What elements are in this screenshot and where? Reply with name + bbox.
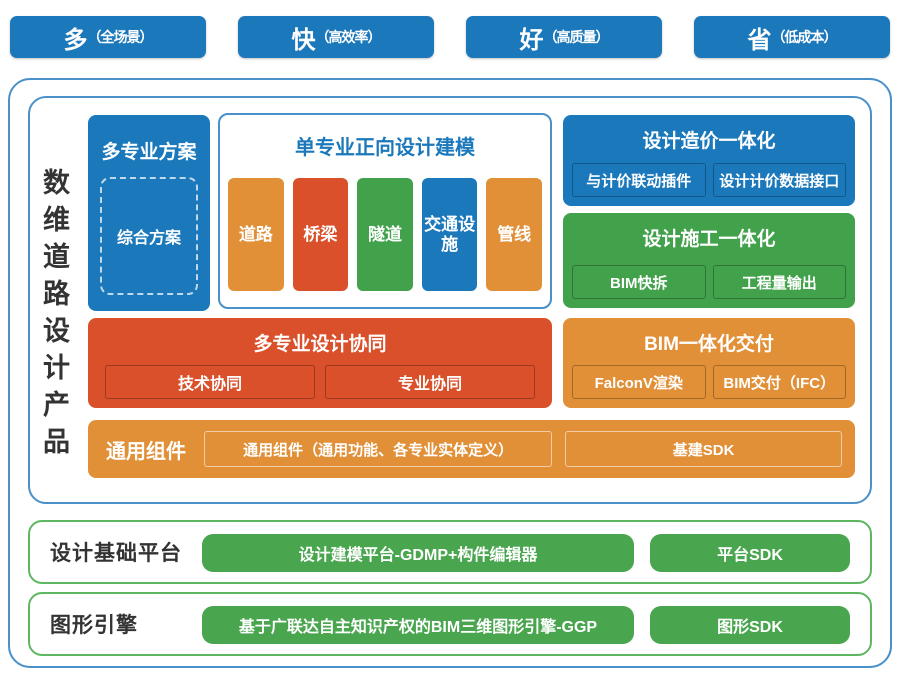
benefit-main: 快 <box>291 26 316 54</box>
benefit-main: 多 <box>63 26 88 54</box>
design-cost-box: 设计造价一体化 与计价联动插件 设计计价数据接口 <box>563 115 855 206</box>
benefit-hao: 好 （高质量） <box>466 16 662 58</box>
benefit-sub: （高效率） <box>315 29 382 45</box>
product-frame <box>28 96 872 504</box>
multi-collab-title: 多专业设计协同 <box>253 334 387 355</box>
bim-ifc-delivery-box: BIM交付（IFC） <box>712 365 846 399</box>
quantity-output-box: 工程量输出 <box>712 265 846 299</box>
graphics-sdk-pill: 图形SDK <box>650 606 850 644</box>
product-side-label: 数维道路设计产品 <box>39 168 69 464</box>
gdmp-platform-pill: 设计建模平台-GDMP+构件编辑器 <box>202 534 634 572</box>
single-modeling-title: 单专业正向设计建模 <box>295 137 475 159</box>
top-benefits-bar: 多 （全场景） 快 （高效率） 好 （高质量） 省 （低成本） <box>10 16 890 58</box>
bim-delivery-box: BIM一体化交付 FalconV渲染 BIM交付（IFC） <box>563 318 855 408</box>
outer-frame <box>8 78 892 668</box>
discipline-columns: 道路 桥梁 隧道 交通设施 管线 <box>228 178 542 291</box>
graphics-engine-label: 图形引擎 <box>50 614 138 637</box>
benefit-kuai: 快 （高效率） <box>238 16 434 58</box>
discipline-traffic-facility: 交通设施 <box>421 178 478 291</box>
infra-sdk-box: 基建SDK <box>565 431 842 467</box>
platform-sdk-pill: 平台SDK <box>650 534 850 572</box>
single-modeling-box: 单专业正向设计建模 道路 桥梁 隧道 交通设施 管线 <box>218 113 552 309</box>
benefit-sheng: 省 （低成本） <box>694 16 890 58</box>
design-platform-label: 设计基础平台 <box>50 542 182 565</box>
common-components-box: 通用组件（通用功能、各专业实体定义） <box>204 431 553 467</box>
bim-delivery-title: BIM一体化交付 <box>644 334 774 355</box>
benefit-sub: （全场景） <box>87 29 154 45</box>
pricing-data-api-box: 设计计价数据接口 <box>712 163 846 197</box>
design-construction-title: 设计施工一体化 <box>642 229 776 250</box>
bim-quick-split-box: BIM快拆 <box>572 265 706 299</box>
benefit-sub: （低成本） <box>771 29 838 45</box>
multi-collab-box: 多专业设计协同 技术协同 专业协同 <box>88 318 552 408</box>
discipline-road: 道路 <box>228 178 284 291</box>
common-components-label: 通用组件 <box>106 440 186 463</box>
multi-plan-box: 多专业方案 综合方案 <box>88 115 210 311</box>
benefit-main: 好 <box>519 26 544 54</box>
discipline-pipeline: 管线 <box>486 178 542 291</box>
multi-collab-items: 技术协同 专业协同 <box>88 365 552 399</box>
common-components-row: 通用组件 通用组件（通用功能、各专业实体定义） 基建SDK <box>88 420 855 478</box>
design-platform-row: 设计基础平台 设计建模平台-GDMP+构件编辑器 平台SDK <box>28 520 872 584</box>
pricing-plugin-box: 与计价联动插件 <box>572 163 706 197</box>
discipline-bridge: 桥梁 <box>292 178 349 291</box>
benefit-sub: （高质量） <box>543 29 610 45</box>
design-construction-items: BIM快拆 工程量输出 <box>563 265 855 299</box>
multi-plan-title: 多专业方案 <box>101 142 197 163</box>
design-cost-title: 设计造价一体化 <box>642 131 776 152</box>
ggp-engine-pill: 基于广联达自主知识产权的BIM三维图形引擎-GGP <box>202 606 634 644</box>
benefit-duo: 多 （全场景） <box>10 16 206 58</box>
design-cost-items: 与计价联动插件 设计计价数据接口 <box>563 163 855 197</box>
graphics-engine-row: 图形引擎 基于广联达自主知识产权的BIM三维图形引擎-GGP 图形SDK <box>28 592 872 656</box>
comprehensive-plan-box: 综合方案 <box>100 177 198 295</box>
benefit-main: 省 <box>747 26 772 54</box>
discipline-tunnel: 隧道 <box>357 178 413 291</box>
design-construction-box: 设计施工一体化 BIM快拆 工程量输出 <box>563 213 855 308</box>
tech-collab-box: 技术协同 <box>105 365 315 399</box>
falconv-render-box: FalconV渲染 <box>572 365 706 399</box>
bim-delivery-items: FalconV渲染 BIM交付（IFC） <box>563 365 855 399</box>
discipline-collab-box: 专业协同 <box>325 365 535 399</box>
